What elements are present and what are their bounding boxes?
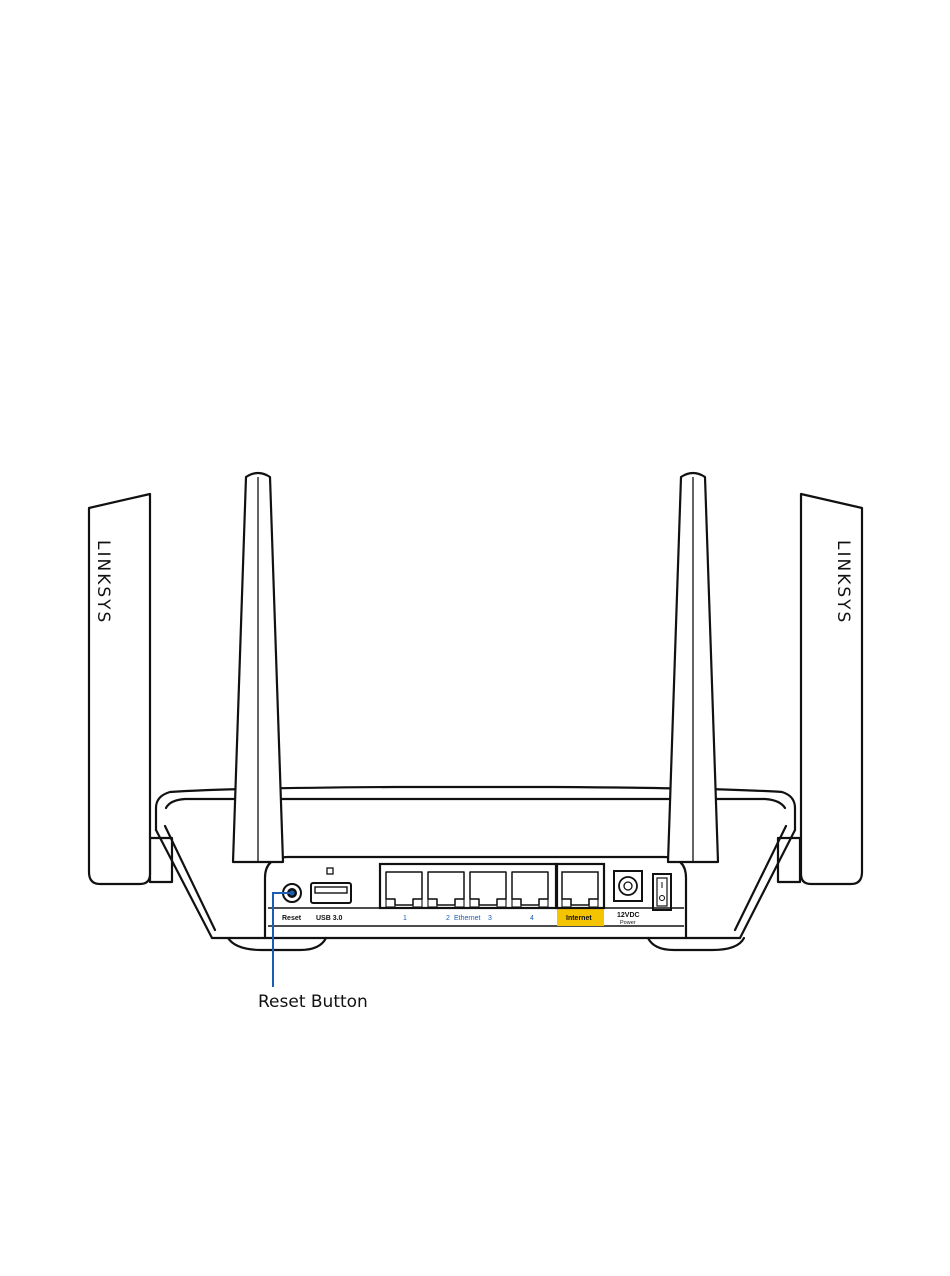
left-panel-logo: LINKSYS [93, 540, 113, 624]
reset-label: Reset [282, 915, 302, 922]
ethernet-port-1[interactable] [386, 872, 422, 905]
power-switch[interactable] [653, 874, 671, 910]
ethernet-port-2[interactable] [428, 872, 464, 905]
ethernet-label: Ethernet [454, 915, 481, 922]
left-foot [228, 938, 326, 950]
ethernet-port-3[interactable] [470, 872, 506, 905]
ethernet-4-label: 4 [530, 915, 534, 922]
ethernet-2-label: 2 [446, 915, 450, 922]
ethernet-port-4[interactable] [512, 872, 548, 905]
right-panel-logo: LINKSYS [833, 540, 853, 624]
ethernet-1-label: 1 [403, 915, 407, 922]
internet-label: Internet [566, 915, 592, 922]
usb-indicator-icon [327, 868, 333, 874]
power-label: 12VDC [617, 912, 640, 919]
internet-port[interactable] [562, 872, 598, 905]
right-foot [648, 938, 744, 950]
internet-port-frame [556, 864, 604, 908]
ethernet-3-label: 3 [488, 915, 492, 922]
reset-callout-line [273, 893, 291, 987]
power-sub-label: Power [620, 920, 636, 926]
reset-callout-label: Reset Button [258, 992, 368, 1012]
power-jack[interactable] [614, 871, 642, 901]
usb-port[interactable] [311, 883, 351, 903]
usb-label: USB 3.0 [316, 915, 343, 922]
ethernet-ports-frame [380, 864, 557, 908]
left-side-hinge [150, 838, 172, 882]
right-side-hinge [778, 838, 800, 882]
